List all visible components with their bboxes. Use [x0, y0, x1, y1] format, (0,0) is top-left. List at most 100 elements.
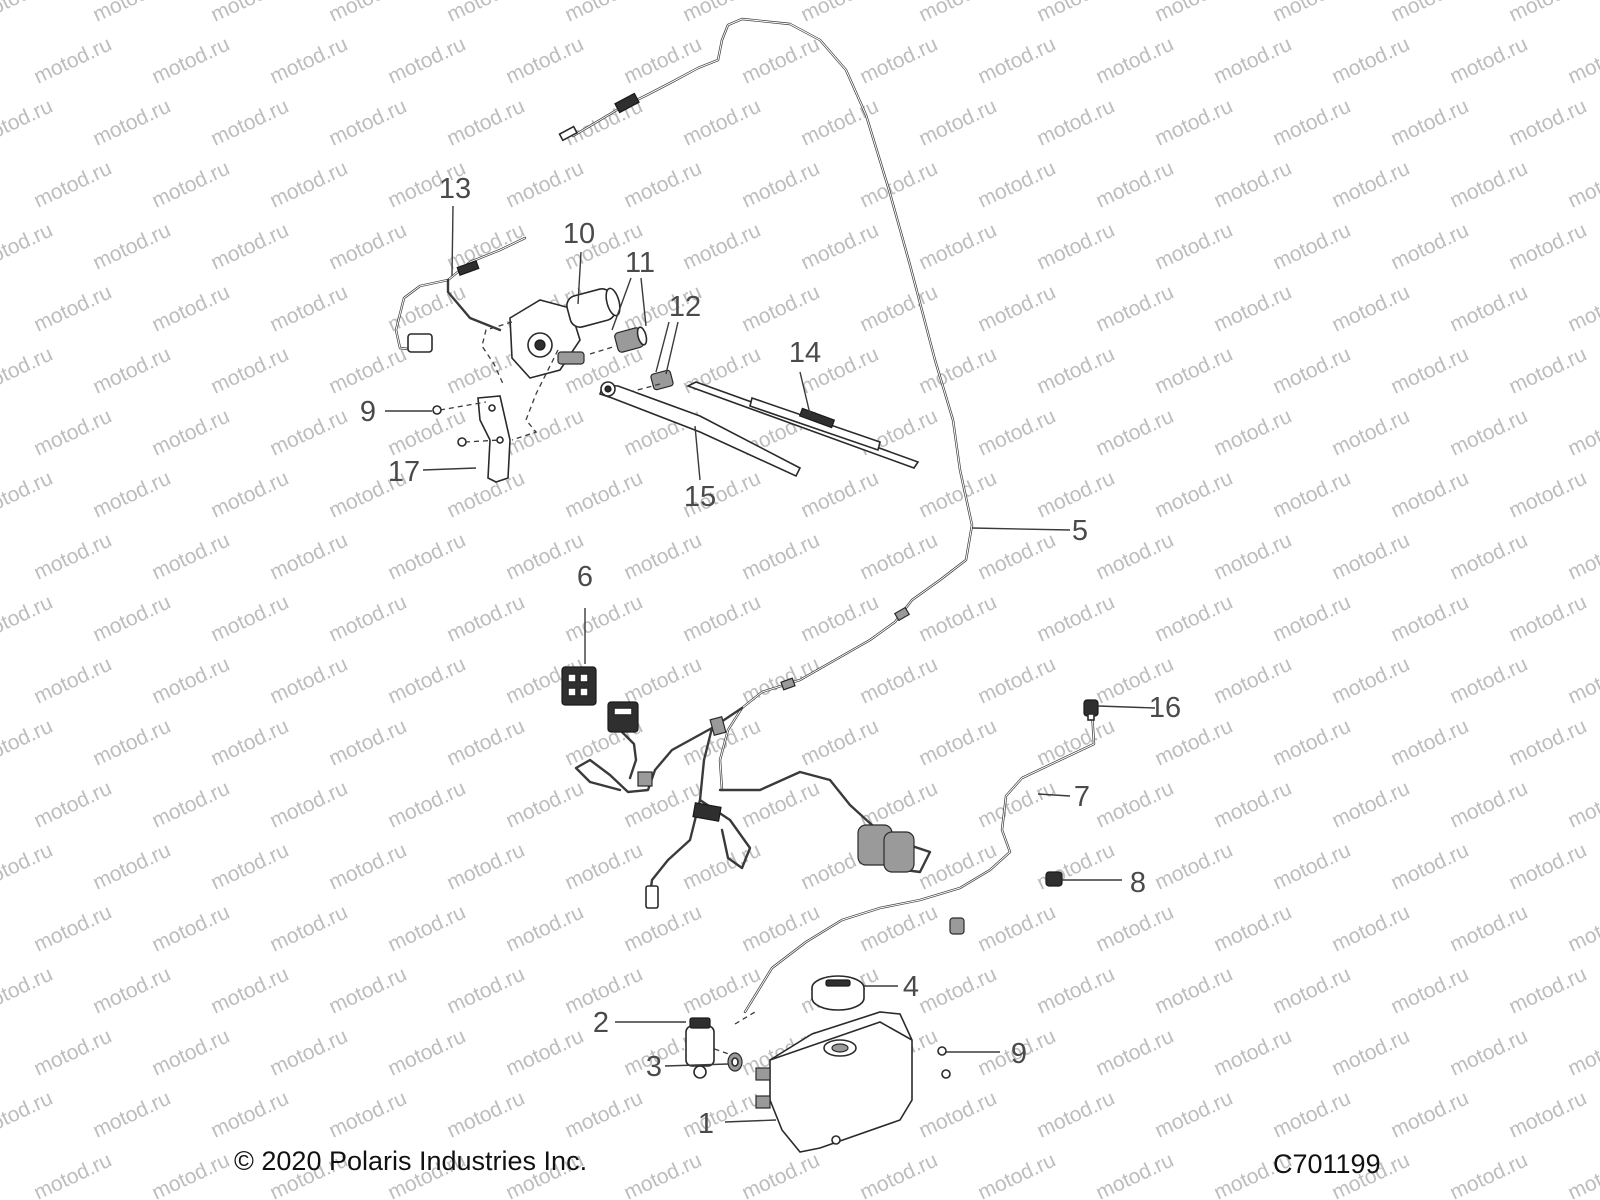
watermark-text: motod.ru [148, 33, 233, 89]
watermark-text: motod.ru [30, 653, 115, 709]
watermark-text: motod.ru [1505, 839, 1590, 895]
watermark-text: motod.ru [974, 529, 1059, 585]
watermark-text: motod.ru [266, 405, 351, 461]
watermark-text: motod.ru [620, 901, 705, 957]
screws-part-9-lower [937, 1046, 951, 1079]
watermark-text: motod.ru [1328, 653, 1413, 709]
reservoir-cap-part-4 [811, 975, 865, 1011]
watermark-text: motod.ru [1387, 343, 1472, 399]
watermark-text: motod.ru [915, 963, 1000, 1019]
callout-16: 16 [1149, 692, 1181, 724]
watermark-text: motod.ru [1269, 839, 1354, 895]
watermark-text: motod.ru [30, 1149, 115, 1200]
watermark-text: motod.ru [1151, 591, 1236, 647]
figure-code: C701199 [1273, 1149, 1381, 1179]
watermark-text: motod.ru [148, 157, 233, 213]
watermark-text: motod.ru [89, 219, 174, 275]
watermark-text: motod.ru [443, 0, 528, 27]
callout-9a: 9 [360, 396, 376, 428]
watermark-text: motod.ru [207, 343, 292, 399]
watermark-text: motod.ru [620, 777, 705, 833]
watermark-text: motod.ru [1269, 343, 1354, 399]
watermark-text: motod.ru [148, 1149, 233, 1200]
callout-9b: 9 [1011, 1038, 1027, 1070]
watermark-text: motod.ru [620, 33, 705, 89]
watermark-text: motod.ru [30, 901, 115, 957]
watermark-text: motod.ru [1387, 715, 1472, 771]
watermark-text: motod.ru [502, 405, 587, 461]
watermark-text: motod.ru [1210, 777, 1295, 833]
watermark-text: motod.ru [1446, 529, 1531, 585]
watermark-text: motod.ru [915, 839, 1000, 895]
watermark-text: motod.ru [1210, 901, 1295, 957]
harness-main [558, 17, 974, 792]
wiper-blade-part-14 [685, 381, 920, 469]
watermark-text: motod.ru [443, 591, 528, 647]
watermark-text: motod.ru [1328, 777, 1413, 833]
watermark-text: motod.ru [1033, 1087, 1118, 1143]
watermark-text: motod.ru [1564, 405, 1600, 461]
watermark-text: motod.ru [266, 529, 351, 585]
callout-3: 3 [646, 1051, 662, 1083]
watermark-text: motod.ru [89, 343, 174, 399]
watermark-text: motod.ru [1564, 529, 1600, 585]
watermark-text: motod.ru [1564, 1149, 1600, 1200]
watermark-text: motod.ru [1269, 95, 1354, 151]
callout-6: 6 [577, 561, 593, 593]
watermark-text: motod.ru [1092, 281, 1177, 337]
collar-part-11 [614, 326, 648, 353]
watermark-text: motod.ru [443, 1087, 528, 1143]
watermark-text: motod.ru [1033, 0, 1118, 27]
watermark-text: motod.ru [856, 653, 941, 709]
watermark-text: motod.ru [30, 529, 115, 585]
copyright-notice: © 2020 Polaris Industries Inc. [234, 1146, 588, 1176]
watermark-text: motod.ru [856, 529, 941, 585]
watermark-text: motod.ru [384, 405, 469, 461]
watermark-text: motod.ru [0, 1087, 56, 1143]
watermark-text: motod.ru [1092, 1149, 1177, 1200]
watermark-text: motod.ru [148, 653, 233, 709]
watermark-text: motod.ru [1564, 653, 1600, 709]
watermark-text: motod.ru [1446, 1025, 1531, 1081]
watermark-text: motod.ru [679, 0, 764, 27]
watermark-text: motod.ru [325, 1087, 410, 1143]
callout-11: 11 [625, 247, 655, 279]
watermark-text: motod.ru [148, 405, 233, 461]
watermark-text: motod.ru [738, 1149, 823, 1200]
watermark-text: motod.ru [915, 591, 1000, 647]
watermark-text: motod.ru [1033, 715, 1118, 771]
watermark-text: motod.ru [974, 281, 1059, 337]
watermark-text: motod.ru [1328, 33, 1413, 89]
callout-4: 4 [903, 971, 919, 1003]
watermark-text: motod.ru [0, 0, 56, 27]
watermark-text: motod.ru [1328, 281, 1413, 337]
washer-hose-part-7 [743, 710, 1096, 1014]
watermark-text: motod.ru [30, 405, 115, 461]
watermark-text: motod.ru [679, 95, 764, 151]
watermark-text: motod.ru [1269, 1087, 1354, 1143]
watermark-text: motod.ru [738, 157, 823, 213]
callout-1: 1 [698, 1108, 714, 1140]
watermark-text: motod.ru [1505, 963, 1590, 1019]
watermark-text: motod.ru [325, 715, 410, 771]
watermark-text: motod.ru [266, 653, 351, 709]
watermark-text: motod.ru [207, 467, 292, 523]
watermark-text: motod.ru [30, 33, 115, 89]
watermark-text: motod.ru [1210, 653, 1295, 709]
watermark-text: motod.ru [915, 95, 1000, 151]
watermark-text: motod.ru [0, 467, 56, 523]
callout-12: 12 [669, 291, 701, 323]
watermark-text: motod.ru [1092, 33, 1177, 89]
watermark-text: motod.ru [1387, 95, 1472, 151]
watermark-text: motod.ru [207, 219, 292, 275]
watermark-text: motod.ru [148, 529, 233, 585]
watermark-text: motod.ru [89, 839, 174, 895]
watermark-text: motod.ru [443, 95, 528, 151]
wiper-arm-part-15 [598, 381, 802, 478]
harness-part-13 [394, 236, 527, 353]
watermark-text: motod.ru [207, 963, 292, 1019]
watermark-text: motod.ru [443, 715, 528, 771]
watermark-text: motod.ru [915, 219, 1000, 275]
watermark-text: motod.ru [561, 839, 646, 895]
